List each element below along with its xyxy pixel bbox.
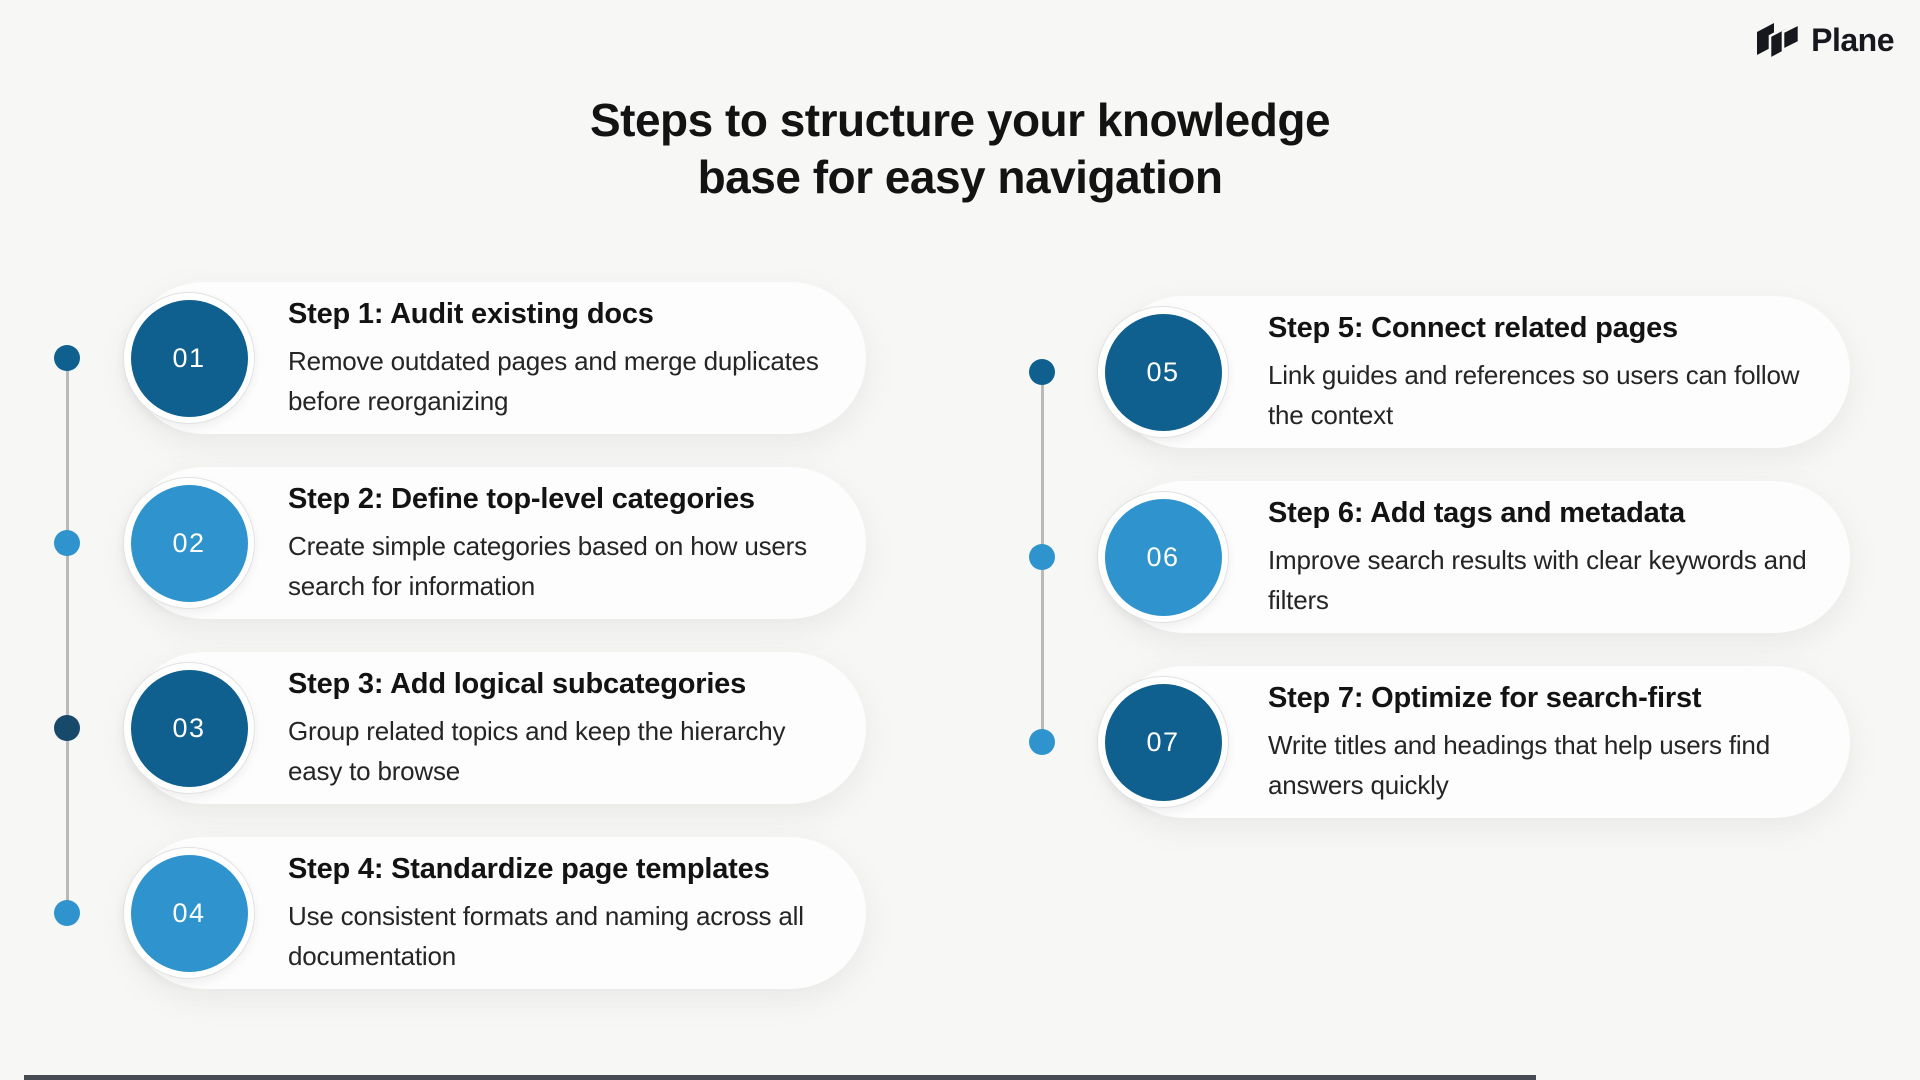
step-number: 03 — [172, 712, 206, 743]
page-title-line-2: base for easy navigation — [697, 151, 1223, 203]
page-title: Steps to structure your knowledge base f… — [0, 92, 1920, 206]
step-text: Step 4: Standardize page templates Use c… — [288, 853, 840, 976]
step-circle-ring: 05 — [1097, 306, 1229, 438]
timeline-dot — [54, 345, 80, 371]
step-description: Remove outdated pages and merge duplicat… — [288, 346, 819, 416]
step-number: 05 — [1146, 356, 1180, 387]
bottom-edge-bar — [24, 1075, 1536, 1080]
column-right: 05 Step 5: Connect related pages Link gu… — [1097, 296, 1850, 818]
step-number: 02 — [172, 527, 206, 558]
timeline-dot — [54, 900, 80, 926]
timeline-dot — [1029, 359, 1055, 385]
step-card: 01 Step 1: Audit existing docs Remove ou… — [123, 282, 866, 434]
step-circle-ring: 02 — [123, 477, 255, 609]
step-circle-ring: 01 — [123, 292, 255, 424]
step-number: 06 — [1146, 541, 1180, 572]
step-number: 07 — [1146, 726, 1180, 757]
step-text: Step 5: Connect related pages Link guide… — [1268, 312, 1824, 435]
step-circle: 05 — [1104, 313, 1222, 431]
timeline-line-left — [66, 356, 69, 912]
step-text: Step 1: Audit existing docs Remove outda… — [288, 298, 840, 421]
plane-logo-icon — [1755, 20, 1801, 60]
step-circle-ring: 03 — [123, 662, 255, 794]
step-title: Step 6: Add tags and metadata — [1268, 497, 1685, 529]
step-description: Use consistent formats and naming across… — [288, 901, 804, 971]
step-circle-ring: 07 — [1097, 676, 1229, 808]
step-circle: 01 — [130, 299, 248, 417]
timeline-dot — [1029, 544, 1055, 570]
step-circle: 06 — [1104, 498, 1222, 616]
step-title: Step 7: Optimize for search-first — [1268, 682, 1702, 714]
step-title: Step 4: Standardize page templates — [288, 853, 770, 885]
logo: Plane — [1755, 20, 1894, 60]
step-description: Group related topics and keep the hierar… — [288, 716, 786, 786]
timeline-dot — [54, 715, 80, 741]
step-title: Step 1: Audit existing docs — [288, 298, 654, 330]
column-left: 01 Step 1: Audit existing docs Remove ou… — [123, 282, 866, 989]
step-circle: 02 — [130, 484, 248, 602]
step-card: 04 Step 4: Standardize page templates Us… — [123, 837, 866, 989]
step-card: 02 Step 2: Define top-level categories C… — [123, 467, 866, 619]
page-title-line-1: Steps to structure your knowledge — [589, 94, 1331, 146]
step-text: Step 6: Add tags and metadata Improve se… — [1268, 497, 1824, 620]
step-description: Create simple categories based on how us… — [288, 531, 807, 601]
step-description: Improve search results with clear keywor… — [1268, 545, 1807, 615]
step-circle-ring: 06 — [1097, 491, 1229, 623]
step-text: Step 2: Define top-level categories Crea… — [288, 483, 840, 606]
step-description: Link guides and references so users can … — [1268, 360, 1800, 430]
timeline-dot — [1029, 729, 1055, 755]
step-circle: 07 — [1104, 683, 1222, 801]
step-number: 04 — [172, 897, 206, 928]
step-card: 05 Step 5: Connect related pages Link gu… — [1097, 296, 1850, 448]
logo-text: Plane — [1811, 21, 1894, 58]
step-title: Step 2: Define top-level categories — [288, 483, 755, 515]
timeline-dot — [54, 530, 80, 556]
step-circle: 04 — [130, 854, 248, 972]
step-text: Step 3: Add logical subcategories Group … — [288, 668, 840, 791]
step-title: Step 5: Connect related pages — [1268, 312, 1678, 344]
step-title: Step 3: Add logical subcategories — [288, 668, 747, 700]
step-card: 07 Step 7: Optimize for search-first Wri… — [1097, 666, 1850, 818]
step-text: Step 7: Optimize for search-first Write … — [1268, 682, 1824, 805]
step-description: Write titles and headings that help user… — [1268, 730, 1770, 800]
step-card: 06 Step 6: Add tags and metadata Improve… — [1097, 481, 1850, 633]
step-circle: 03 — [130, 669, 248, 787]
step-circle-ring: 04 — [123, 847, 255, 979]
step-card: 03 Step 3: Add logical subcategories Gro… — [123, 652, 866, 804]
step-number: 01 — [172, 342, 206, 373]
